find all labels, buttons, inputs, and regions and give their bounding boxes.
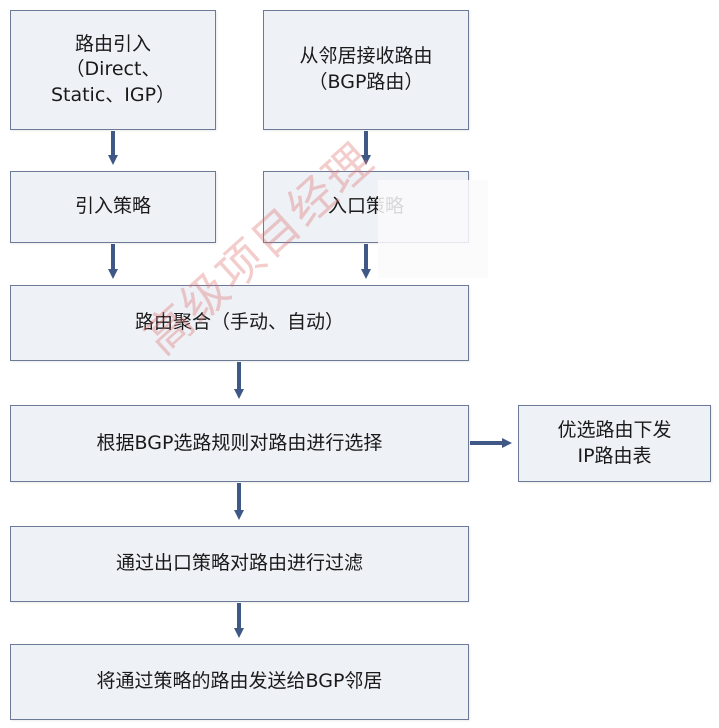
route-import-title: 路由引入 — [74, 32, 151, 55]
receive-from-neighbor-title: 从邻居接收路由 — [299, 45, 433, 68]
ip-routing-table-subtitle: IP路由表 — [577, 444, 652, 467]
inbound-policy-box: 入口策略 — [263, 171, 469, 243]
import-policy-label: 引入策略 — [74, 195, 151, 218]
ip-routing-table-title: 优选路由下发 — [557, 418, 672, 441]
ip-routing-table-box: 优选路由下发 IP路由表 — [518, 405, 711, 482]
route-aggregation-box: 路由聚合（手动、自动） — [10, 285, 469, 361]
route-import-box: 路由引入 （Direct、 Static、IGP） — [10, 10, 216, 130]
bgp-selection-label: 根据BGP选路规则对路由进行选择 — [96, 431, 383, 454]
outbound-filter-box: 通过出口策略对路由进行过滤 — [10, 526, 469, 602]
receive-from-neighbor-subtitle: （BGP路由） — [308, 71, 424, 93]
route-import-sources-line2: Static、IGP） — [50, 83, 176, 106]
outbound-filter-label: 通过出口策略对路由进行过滤 — [115, 552, 363, 575]
send-to-neighbor-label: 将通过策略的路由发送给BGP邻居 — [96, 670, 383, 693]
send-to-neighbor-box: 将通过策略的路由发送给BGP邻居 — [10, 644, 469, 720]
route-aggregation-label: 路由聚合（手动、自动） — [134, 311, 344, 334]
receive-from-neighbor-box: 从邻居接收路由 （BGP路由） — [263, 10, 469, 130]
import-policy-box: 引入策略 — [10, 171, 216, 243]
route-import-sources-line1: （Direct、 — [65, 58, 161, 81]
bgp-selection-box: 根据BGP选路规则对路由进行选择 — [10, 405, 469, 482]
inbound-policy-label: 入口策略 — [327, 195, 404, 218]
